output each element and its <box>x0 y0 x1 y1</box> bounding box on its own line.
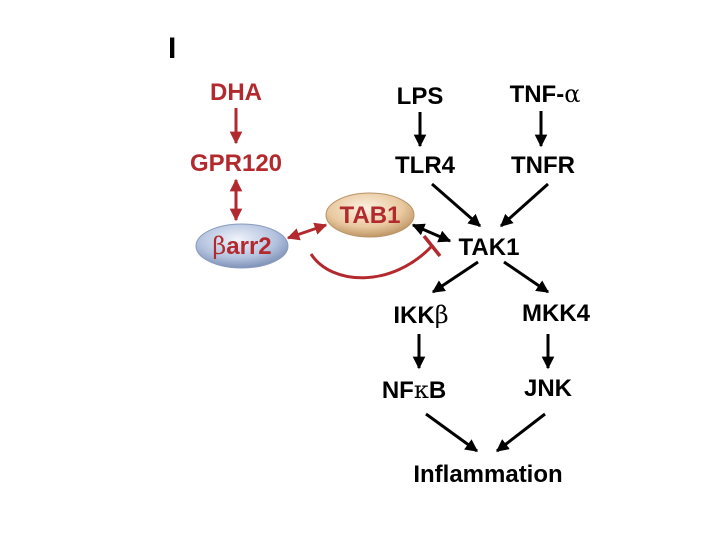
nfkb-text-b: B <box>429 377 446 404</box>
arrow-barr2-tab1 <box>286 222 328 241</box>
arrow-tlr4-tak1 <box>431 182 481 228</box>
node-tlr4: TLR4 <box>395 152 456 179</box>
tnf-alpha-glyph: α <box>564 80 580 108</box>
node-jnk: JNK <box>524 375 573 402</box>
node-inflammation: Inflammation <box>413 461 562 488</box>
nfkb-text-nf: NF <box>382 377 414 404</box>
arrow-tak1-mkk4 <box>503 260 550 294</box>
barr2-beta-glyph: β <box>212 232 226 260</box>
arrow-nfkb-inflammation <box>425 412 479 453</box>
ikk-beta-glyph: β <box>435 301 449 329</box>
arrow-tnfr-tak1 <box>500 182 549 228</box>
tnf-text: TNF- <box>510 81 565 108</box>
barr2-ellipse <box>195 223 289 269</box>
node-tab1: TAB1 <box>340 202 401 229</box>
barr2-name: arr2 <box>226 233 271 260</box>
ikk-text: IKK <box>393 302 435 329</box>
node-gpr120: GPR120 <box>190 150 282 177</box>
panel-label: I <box>168 32 176 65</box>
node-tnfr: TNFR <box>511 152 575 179</box>
arrow-tak1-ikk <box>431 260 479 294</box>
inhibition-barr2-tak1 <box>309 244 434 280</box>
arrow-jnk-inflammation <box>496 412 546 453</box>
node-mkk4: MKK4 <box>522 300 591 327</box>
arrow-tab1-tak1 <box>411 223 452 243</box>
node-barr2: βarr2 <box>212 232 271 260</box>
node-tak1: TAK1 <box>459 234 520 261</box>
node-dha: DHA <box>210 79 262 106</box>
node-ikk-beta: IKKβ <box>393 301 448 329</box>
tab1-ellipse <box>325 192 415 238</box>
node-nfkb: NFκB <box>382 376 446 404</box>
node-lps: LPS <box>397 83 444 110</box>
node-tnf-alpha: TNF-α <box>510 80 581 108</box>
nfkb-kappa-glyph: κ <box>414 376 429 404</box>
